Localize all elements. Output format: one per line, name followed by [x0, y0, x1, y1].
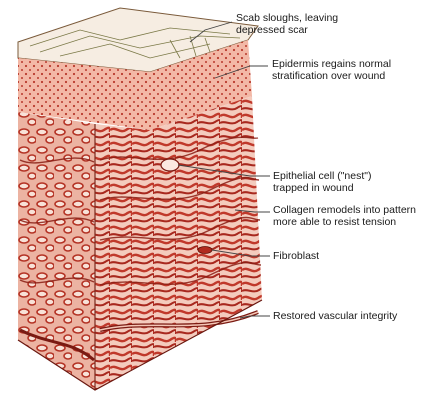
- label-epidermis: Epidermis regains normal stratification …: [272, 58, 391, 82]
- fibroblast-cell: [198, 247, 212, 254]
- epithelial-nest-cell: [161, 159, 179, 171]
- dermis-right-face: [95, 96, 262, 390]
- label-fibroblast: Fibroblast: [273, 250, 319, 262]
- label-scab: Scab sloughs, leaving depressed scar: [236, 12, 338, 36]
- dermis-left-face: [18, 112, 95, 390]
- label-collagen: Collagen remodels into pattern more able…: [273, 204, 416, 228]
- label-epithelial-nest: Epithelial cell ("nest") trapped in woun…: [273, 170, 372, 194]
- label-vascular: Restored vascular integrity: [273, 310, 397, 322]
